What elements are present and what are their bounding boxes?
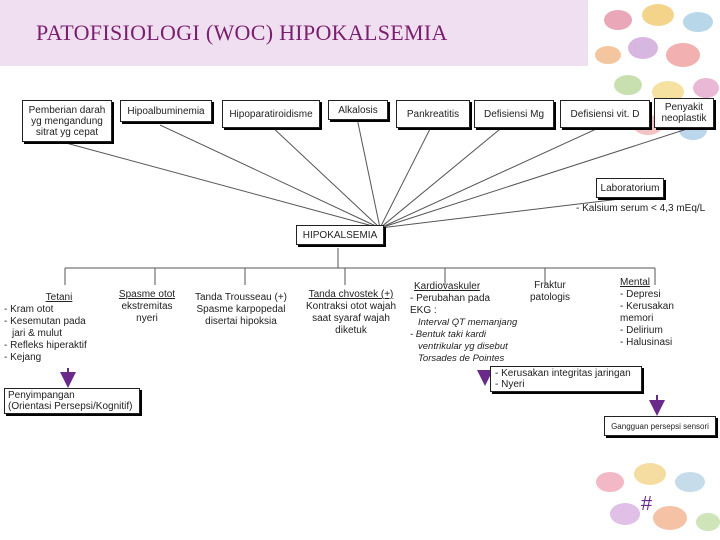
kerusakan-line: - Kerusakan integritas jaringan: [495, 368, 631, 379]
laboratorium-box: Laboratorium: [596, 178, 664, 198]
cause-label: Defisiensi Mg: [483, 108, 545, 120]
mental-item: - Depresi: [620, 289, 661, 300]
kardio-item: - Perubahan pada: [410, 293, 491, 304]
tetani-heading: Tetani: [45, 292, 73, 303]
chvostek-line: Kontraksi otot wajah: [305, 301, 397, 312]
kardio-heading: Kardiovaskuler: [414, 281, 481, 292]
cause-box-transfusi-sitrat: Pemberian darah yg mengandung sitrat yg …: [22, 100, 112, 142]
penyimpangan-line: (Orientasi Persepsi/Kognitif): [8, 401, 133, 412]
chvostek-heading: Tanda chvostek (+): [308, 289, 394, 300]
chvostek-line: saat syaraf wajah: [312, 313, 390, 324]
kardio-item: - Bentuk taki kardi: [410, 329, 487, 340]
page-title: PATOFISIOLOGI (WOC) HIPOKALSEMIA: [36, 20, 448, 45]
spasme-line: nyeri: [136, 313, 158, 324]
mental-group: Mental - Depresi - Kerusakan memori - De…: [620, 277, 710, 349]
mental-item: - Kerusakan: [620, 301, 674, 312]
fraktur-line: patologis: [529, 292, 571, 303]
cause-label: Defisiensi vit. D: [570, 108, 640, 120]
spasme-otot-group: Spasme otot ekstremitas nyeri: [112, 289, 182, 325]
cause-box-hipoparatiroidisme: Hipoparatiroidisme: [222, 100, 320, 128]
cause-label: Pankreatitis: [406, 108, 460, 120]
mental-item: - Delirium: [620, 325, 663, 336]
cause-box-hipoalbuminemia: Hipoalbuminemia: [120, 100, 212, 122]
tetani-item: jari & mulut: [12, 328, 63, 339]
gangguan-label: Gangguan persepsi sensori: [611, 421, 709, 431]
kardio-item: EKG :: [410, 305, 437, 316]
cause-label-line: yg mengandung: [31, 115, 103, 127]
gangguan-persepsi-box: Gangguan persepsi sensori: [604, 416, 716, 436]
tetani-item: - Kesemutan pada: [4, 316, 86, 327]
hipokalsemia-box: HIPOKALSEMIA: [296, 225, 384, 245]
tetani-item: - Refleks hiperaktif: [4, 340, 87, 351]
title-band: [0, 0, 588, 66]
penyimpangan-line: Penyimpangan: [8, 390, 75, 401]
trousseau-line: disertai hipoksia: [205, 316, 277, 327]
fraktur-line: Fraktur: [534, 280, 566, 291]
chvostek-line: diketuk: [335, 325, 367, 336]
tetani-item: - Kejang: [4, 352, 42, 363]
tanda-trousseau-group: Tanda Trousseau (+) Spasme karpopedal di…: [186, 292, 296, 328]
cause-box-pankreatitis: Pankreatitis: [396, 100, 470, 128]
cause-label-line: Penyakit: [664, 102, 704, 113]
cause-box-penyakit-neoplastik: Penyakit neoplastik: [654, 98, 714, 128]
lab-value-kalsium-serum: - Kalsium serum < 4,3 mEq/L: [576, 203, 706, 214]
fraktur-patologis-group: Fraktur patologis: [524, 280, 576, 304]
cause-label: Hipoalbuminemia: [127, 105, 205, 117]
kardio-item: Interval QT memanjang: [418, 317, 518, 328]
trousseau-heading: Tanda Trousseau (+): [195, 292, 287, 303]
penyimpangan-box: Penyimpangan (Orientasi Persepsi/Kogniti…: [4, 388, 140, 414]
tetani-item: - Kram otot: [4, 304, 54, 315]
kardiovaskuler-group: Kardiovaskuler - Perubahan pada EKG : In…: [410, 281, 535, 365]
slide-marker: #: [641, 493, 653, 515]
cause-box-defisiensi-mg: Defisiensi Mg: [474, 100, 554, 128]
spasme-line: ekstremitas: [121, 301, 173, 312]
spasme-heading: Spasme otot: [118, 289, 176, 300]
laboratorium-label: Laboratorium: [600, 182, 660, 194]
cause-box-alkalosis: Alkalosis: [328, 100, 388, 120]
tanda-chvostek-group: Tanda chvostek (+) Kontraksi otot wajah …: [298, 289, 404, 337]
cause-label-line: sitrat yg cepat: [35, 126, 99, 138]
kardio-note: Torsades de Pointes: [418, 353, 505, 364]
cause-box-defisiensi-vitd: Defisiensi vit. D: [560, 100, 650, 128]
tetani-group: Tetani - Kram otot - Kesemutan pada jari…: [4, 292, 94, 364]
hipokalsemia-label: HIPOKALSEMIA: [302, 229, 378, 241]
mental-heading: Mental: [620, 277, 651, 288]
candy-eggs-decoration-bottom: [596, 463, 720, 531]
cause-label-line: Pemberian darah: [28, 104, 106, 116]
mental-item: - Halusinasi: [620, 337, 673, 348]
kerusakan-integritas-box: - Kerusakan integritas jaringan - Nyeri: [490, 366, 642, 392]
cause-label-line: neoplastik: [661, 113, 707, 124]
kardio-item: ventrikular yg disebut: [418, 341, 508, 352]
trousseau-line: Spasme karpopedal: [196, 304, 286, 315]
mental-item: memori: [620, 313, 654, 324]
cause-label: Hipoparatiroidisme: [229, 108, 313, 120]
kerusakan-line: - Nyeri: [495, 379, 525, 390]
cause-label: Alkalosis: [338, 104, 378, 116]
